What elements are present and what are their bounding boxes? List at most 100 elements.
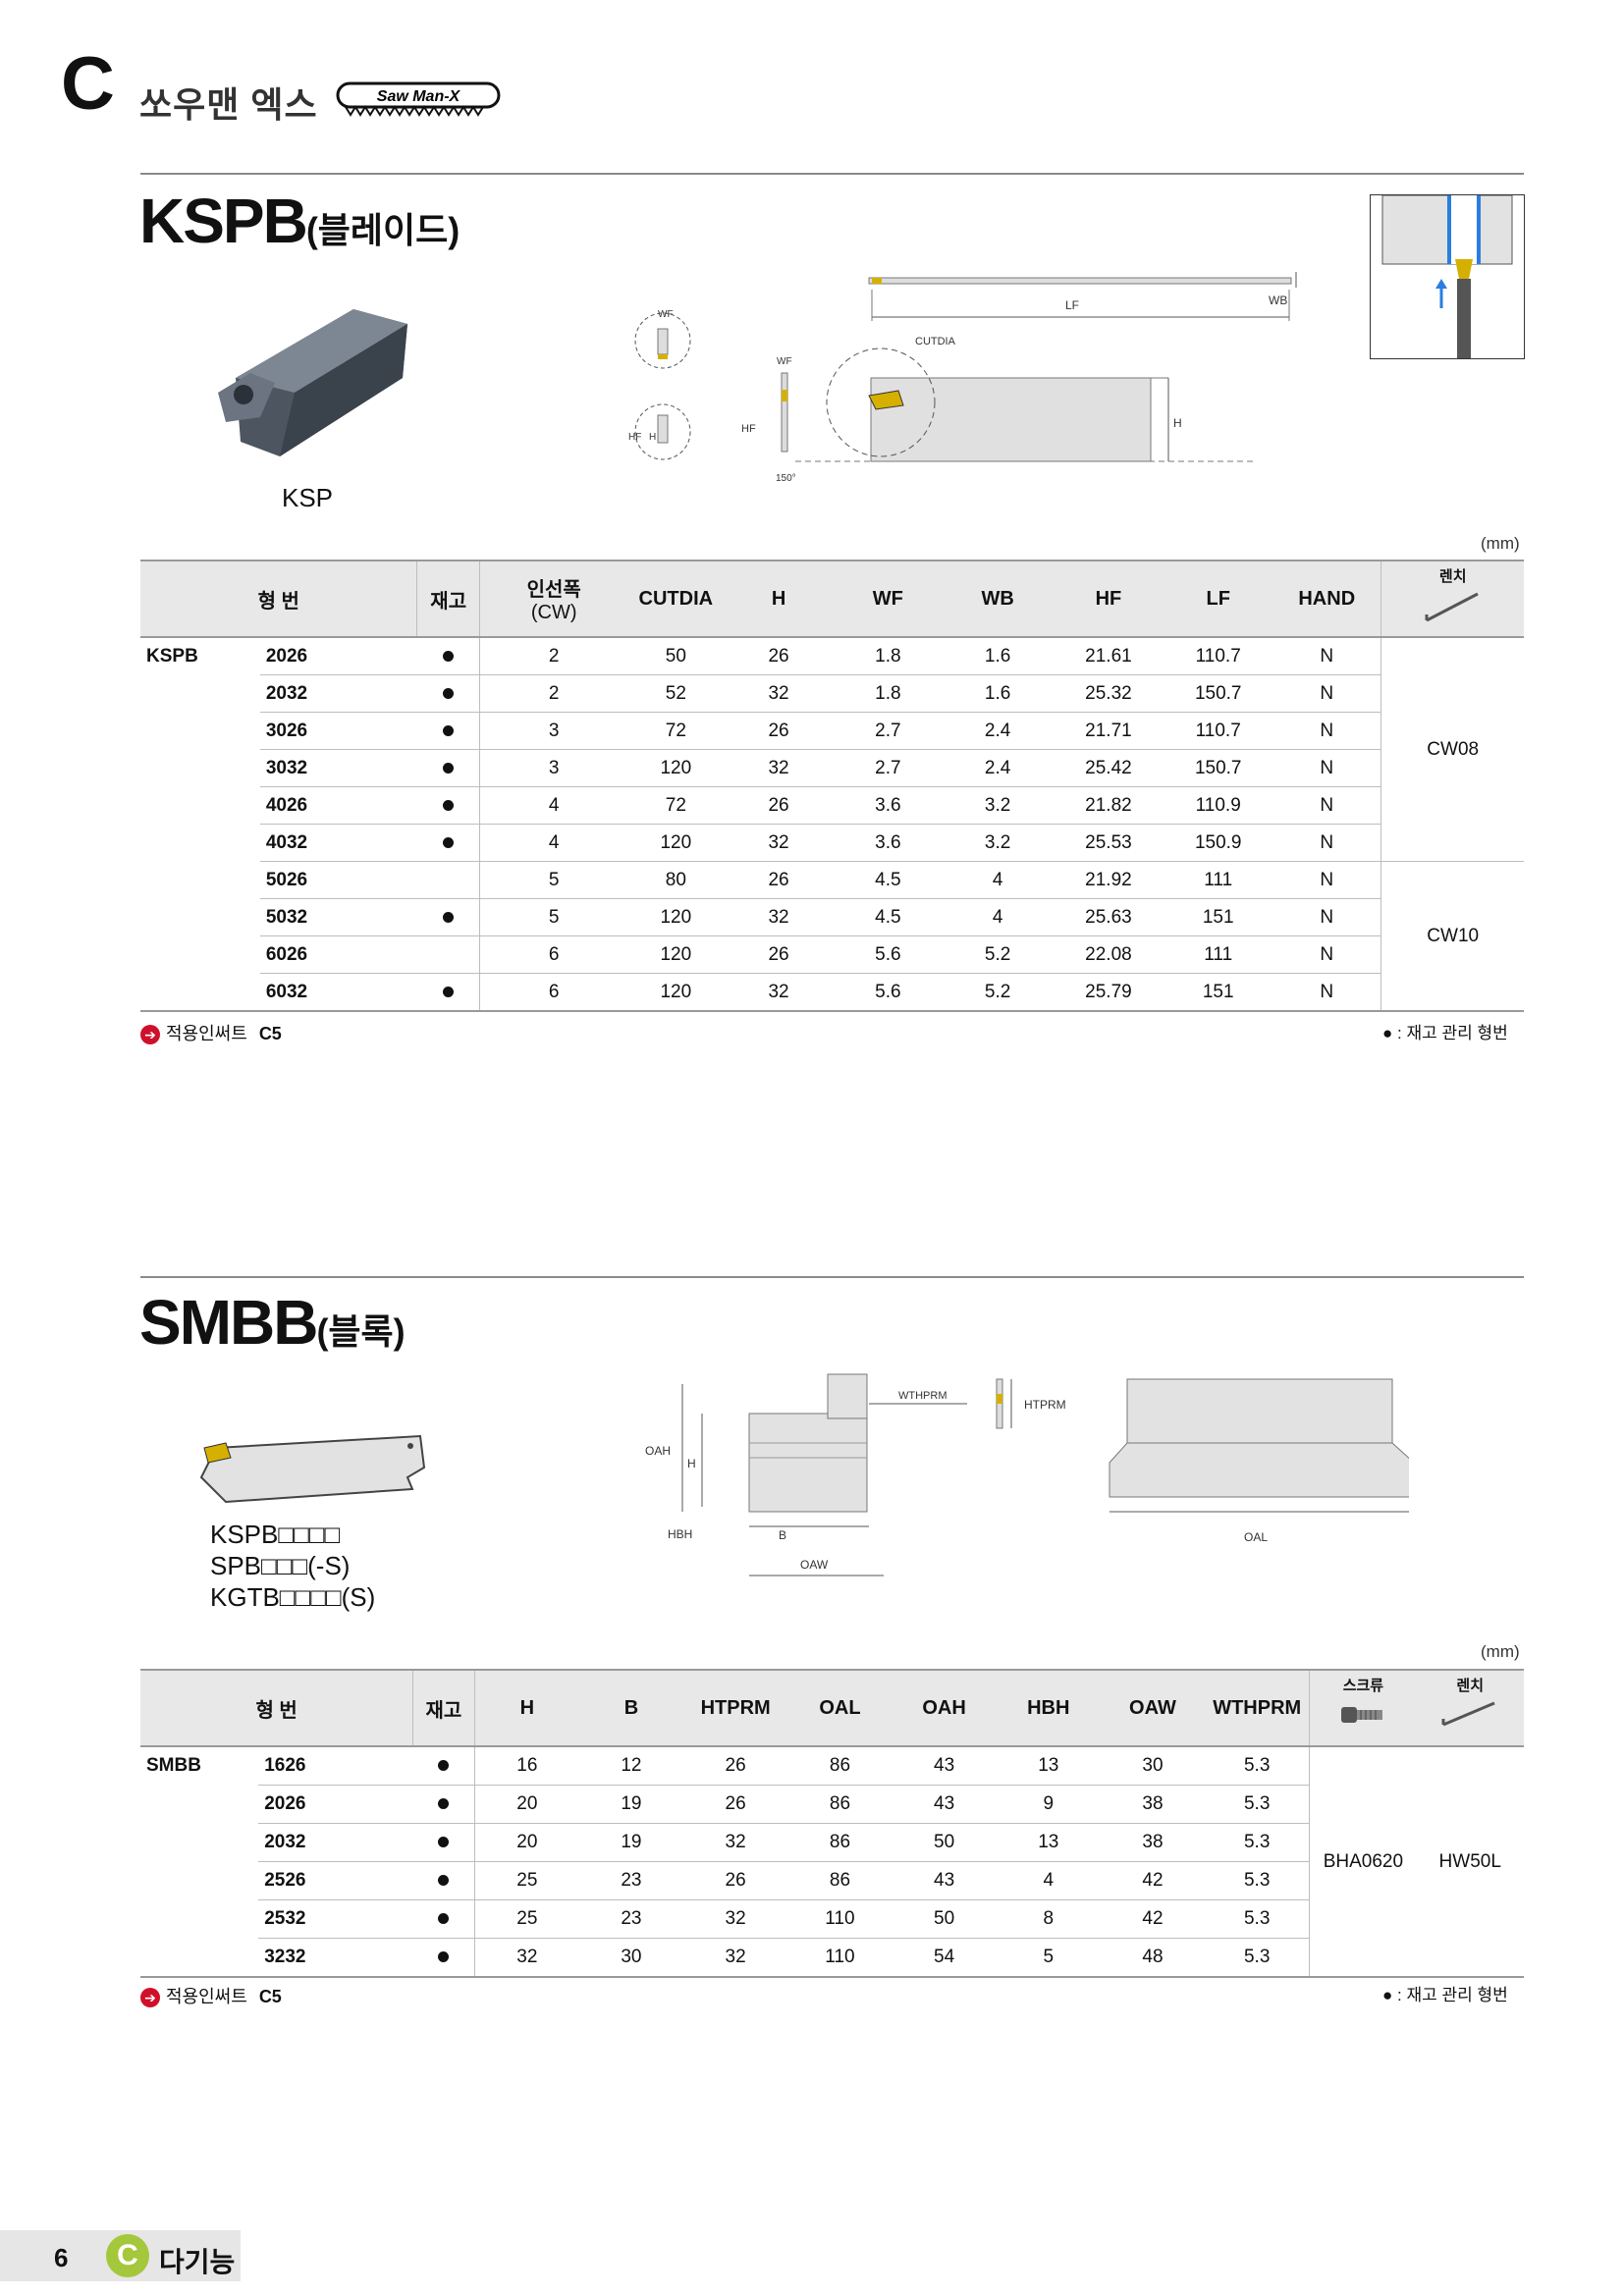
- screw-cell: BHA0620: [1309, 1746, 1417, 1978]
- col-wrench-label: 렌치: [1438, 568, 1467, 585]
- section-title: KSPB: [139, 186, 308, 256]
- label-hf: HF: [741, 423, 756, 435]
- hand-cell: N: [1272, 898, 1381, 936]
- cw-cell: 5: [479, 861, 628, 899]
- kspb-header-row: 형 번 재고 인선폭(CW) CUTDIA H WF WB HF LF HAND…: [140, 560, 1524, 638]
- wb-cell: 3.2: [942, 786, 1054, 825]
- wf-cell: 3.6: [833, 824, 943, 862]
- wf-cell: 1.8: [833, 637, 943, 675]
- wb-cell: 5.2: [942, 973, 1054, 1012]
- footnote-label: 적용인써트: [166, 1987, 247, 2006]
- kspb-legend: ● : 재고 관리 형번: [1382, 1024, 1508, 1042]
- wf-cell: 4.5: [833, 861, 943, 899]
- model-cell: 2532: [258, 1899, 413, 1939]
- label-oaw: OAW: [800, 1558, 829, 1572]
- hf-cell: 25.79: [1053, 973, 1164, 1012]
- ksp-image-caption: KSP: [282, 483, 334, 512]
- lf-cell: 150.9: [1164, 824, 1273, 862]
- series-cell: SMBB: [140, 1746, 259, 1978]
- h-cell: 32: [724, 749, 834, 787]
- label-angle: 150°: [776, 473, 796, 484]
- htprm-cell: 26: [682, 1785, 788, 1824]
- wthprm-cell: 5.3: [1205, 1746, 1310, 1786]
- stock-dot-icon: [438, 1798, 450, 1809]
- b-cell: 19: [579, 1823, 683, 1862]
- model-cell: 2032: [258, 1823, 413, 1862]
- col-hf: HF: [1053, 560, 1164, 638]
- chapter-title: 쏘우맨 엑스: [139, 84, 318, 125]
- lf-cell: 151: [1164, 898, 1273, 936]
- wb-cell: 4: [942, 861, 1054, 899]
- col-oah: OAH: [892, 1669, 997, 1747]
- lf-cell: 110.7: [1164, 712, 1273, 750]
- h-cell: 25: [474, 1861, 579, 1900]
- oal-cell: 110: [787, 1899, 893, 1939]
- stock-cell: [416, 824, 480, 862]
- stock-dot-icon: [438, 1913, 450, 1924]
- label-wb: WB: [1269, 294, 1287, 307]
- footnote-label: 적용인써트: [166, 1024, 247, 1043]
- label-h-detail: H: [649, 432, 656, 443]
- col-stock: 재고: [412, 1669, 475, 1747]
- stock-cell: [416, 935, 480, 974]
- hand-cell: N: [1272, 935, 1381, 974]
- hbh-cell: 13: [996, 1823, 1101, 1862]
- wb-cell: 5.2: [942, 935, 1054, 974]
- label-lf: LF: [1065, 298, 1079, 312]
- lf-cell: 111: [1164, 935, 1273, 974]
- oal-cell: 86: [787, 1746, 893, 1786]
- stock-dot-icon: [442, 836, 454, 848]
- kspb-heading: KSPB(블레이드): [139, 189, 460, 253]
- cw-cell: 2: [479, 637, 628, 675]
- stock-cell: [416, 674, 480, 713]
- model-cell: 2032: [259, 674, 417, 713]
- h-cell: 26: [724, 861, 834, 899]
- stock-dot-icon: [438, 1760, 450, 1771]
- model-cell: 4026: [259, 786, 417, 825]
- hand-cell: N: [1272, 824, 1381, 862]
- cutdia-cell: 120: [627, 749, 725, 787]
- col-b: B: [579, 1669, 683, 1747]
- stock-cell: [412, 1899, 475, 1939]
- hf-cell: 25.53: [1053, 824, 1164, 862]
- smbb-header-row: 형 번 재고 H B HTPRM OAL OAH HBH OAW WTHPRM …: [140, 1669, 1524, 1747]
- model-cell: 5032: [259, 898, 417, 936]
- wthprm-cell: 5.3: [1205, 1823, 1310, 1862]
- oah-cell: 54: [892, 1938, 997, 1978]
- stock-dot-icon: [438, 1951, 450, 1962]
- cw-cell: 5: [479, 898, 628, 936]
- wrench-cell: CW08: [1380, 637, 1524, 862]
- wb-cell: 2.4: [942, 712, 1054, 750]
- section-title: SMBB: [139, 1287, 318, 1358]
- chapter-letter: C: [61, 42, 115, 126]
- col-htprm: HTPRM: [682, 1669, 788, 1747]
- wb-cell: 2.4: [942, 749, 1054, 787]
- ksp-insert-image: [206, 285, 422, 481]
- hbh-cell: 13: [996, 1746, 1101, 1786]
- page-number: 6: [54, 2243, 69, 2272]
- cw-cell: 6: [479, 973, 628, 1012]
- col-wf: WF: [833, 560, 943, 638]
- smbb-dimension-diagram: OAH H HBH B OAW WTHPRM HTPRM OAL: [643, 1360, 1415, 1590]
- section-subtitle: (블록): [316, 1311, 406, 1352]
- lf-cell: 150.7: [1164, 674, 1273, 713]
- model-cell: 1626: [258, 1746, 413, 1786]
- smbb-heading: SMBB(블록): [139, 1291, 406, 1355]
- wb-cell: 4: [942, 898, 1054, 936]
- oal-cell: 86: [787, 1861, 893, 1900]
- h-cell: 32: [724, 898, 834, 936]
- col-lf: LF: [1164, 560, 1273, 638]
- oal-cell: 86: [787, 1785, 893, 1824]
- model-cell: 3026: [259, 712, 417, 750]
- htprm-cell: 32: [682, 1938, 788, 1978]
- smbb-legend: ● : 재고 관리 형번: [1382, 1986, 1508, 2004]
- oal-cell: 110: [787, 1938, 893, 1978]
